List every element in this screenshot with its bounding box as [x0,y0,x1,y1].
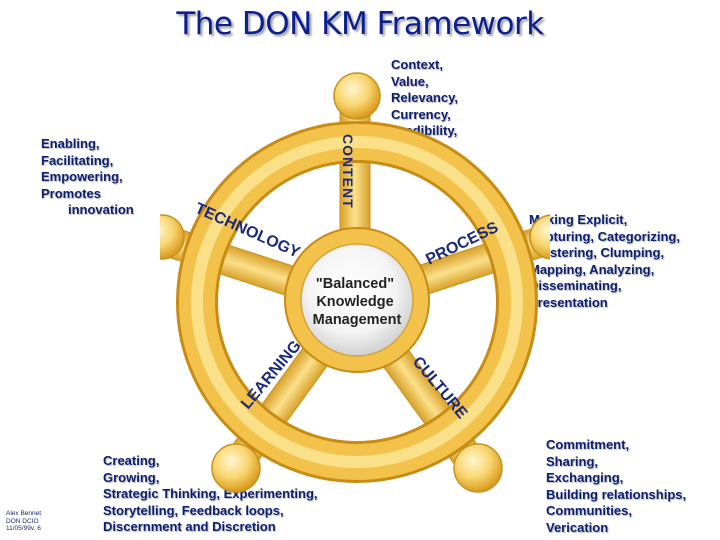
learning-line: Discernment and Discretion [103,519,276,534]
knob-right [529,214,550,260]
culture-line: Building relationships, [546,486,687,502]
center-line-3: Management [313,312,402,328]
enabling-line: Facilitating, [41,152,114,168]
enabling-line: Promotes [41,185,101,201]
culture-line: Exchanging, [546,470,624,485]
process-line: Mapping, Analyzing, [529,261,655,277]
knob-top [333,72,381,120]
knob-bottom-right [453,443,503,493]
credit-line: Alex Bennet [6,510,42,517]
credit-line: 11/05/99v. 6 [6,525,41,532]
knob-left [160,214,185,260]
process-line: Clustering, Clumping, [529,245,665,260]
culture-line: Commitment, [546,437,630,452]
enabling-note: Enabling, Facilitating, Empowering, Prom… [41,136,134,219]
process-note: Making Explicit, Capturing, Categorizing… [529,212,680,311]
culture-note: Commitment, Sharing, Exchanging, Buildin… [546,437,686,536]
process-line: Presentation [529,294,608,310]
process-line: Making Explicit, [529,212,628,227]
process-line: Capturing, Categorizing, [529,228,680,244]
center-line-1: "Balanced" [316,276,394,292]
learning-line: Growing, [103,469,160,485]
context-line: Currency, [391,106,451,122]
content-label: CONTENT [340,134,356,209]
svg-text:"Balanced" Knowledge M: "Balanced" Knowledge Management [313,276,402,328]
wheel-ring-highlight [191,136,523,468]
culture-line: Verication [546,519,609,535]
learning-line: Storytelling, Feedback loops, [103,502,284,518]
context-line: Relevancy, [391,90,458,105]
hub-center [300,243,414,357]
knob-bottom-left [211,443,261,493]
learning-line: Strategic Thinking, Experimenting, [103,486,318,501]
page-title: The DON KM Framework [176,6,544,42]
context-line: Context, [391,57,443,72]
learning-note: Creating, Growing, Strategic Thinking, E… [103,453,318,536]
culture-line: Sharing, [546,453,599,469]
context-line: Value, [391,73,429,89]
wheel-knobs [160,72,550,493]
enabling-line: Enabling, [41,136,100,151]
enabling-line: Empowering, [41,169,123,184]
center-line-2: Knowledge [316,294,393,310]
ship-wheel-diagram: "Balanced" Knowledge Management CONTENT … [160,72,550,493]
learning-line: Creating, [103,453,160,468]
credit-block: Alex Bennet DON DCIO 11/05/99v. 6 [6,510,41,533]
enabling-line: innovation [68,202,134,217]
credit-line: DON DCIO [6,517,39,525]
process-line: Disseminating, [529,278,622,293]
culture-line: Communities, [546,503,632,518]
